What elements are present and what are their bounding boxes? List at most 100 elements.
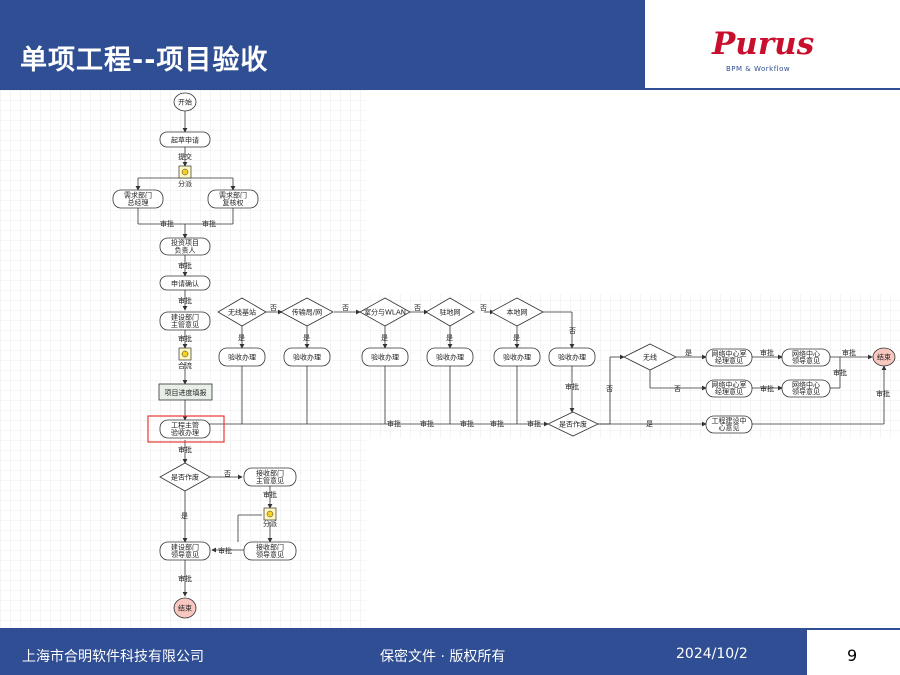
- merge-gateway: 合流: [178, 347, 192, 370]
- accept-handle-3-label: 验收办理: [371, 353, 399, 362]
- demand-leader-node: 需求部门 总经理: [112, 189, 164, 209]
- yes-label-w: 是: [685, 349, 692, 357]
- local-net-decision: 本地网: [490, 297, 544, 327]
- eco-l1: 工程建设中: [712, 416, 747, 425]
- split1-label: 分派: [178, 179, 192, 188]
- build-leader-l1: 建设部门: [171, 543, 199, 552]
- logo-tagline: BPM & Workflow: [726, 65, 791, 73]
- slide-title: 单项工程--项目验收: [20, 45, 269, 76]
- approve-label-r9: 审批: [842, 348, 856, 357]
- footer-date: 2024/10/2: [676, 646, 748, 662]
- eco-l2: 心意见: [719, 423, 740, 432]
- approve-label-r4: 审批: [460, 419, 474, 428]
- indoor-wlan-decision: 室分与WLAN: [359, 297, 411, 327]
- accept-leader-l1: 接收部门: [256, 543, 284, 552]
- net-center-manager-2: 网络中心室 经理意见: [705, 379, 753, 398]
- local-net-label: 本地网: [507, 308, 528, 317]
- is-void-label-right: 是否作废: [559, 420, 587, 429]
- build-leader-node: 建设部门 领导意见: [159, 541, 211, 561]
- no-label-1: 否: [270, 304, 277, 312]
- approve-label-2: 审批: [202, 219, 216, 228]
- demand-opinion-l1: 需求部门: [219, 191, 247, 200]
- build-opinion-l1: 建设部门: [171, 313, 199, 322]
- demand-leader-l1: 需求部门: [124, 191, 152, 200]
- transmission-label: 传输局/网: [292, 308, 322, 317]
- yes-label-3: 是: [381, 334, 388, 342]
- header-divider: [644, 0, 645, 90]
- highlight-box: [147, 415, 225, 443]
- purus-logo: Purus BPM & Workflow: [700, 22, 830, 77]
- accept-handle-2: 验收办理: [283, 347, 331, 367]
- merge-label: 合流: [178, 361, 192, 370]
- ncm1-l2: 经理意见: [715, 356, 743, 365]
- approve-label-7: 审批: [263, 490, 277, 499]
- wireless-label: 无线: [643, 353, 657, 362]
- accept-handle-3: 验收办理: [361, 347, 409, 367]
- build-opinion-node: 建设部门 主管意见: [159, 311, 211, 331]
- progress-fill-label: 项目进度填报: [165, 388, 207, 397]
- submit-label: 提交: [178, 152, 192, 161]
- page-number-box: 9: [806, 630, 900, 675]
- footer-company: 上海市合明软件科技有限公司: [22, 649, 204, 665]
- accept-leader-node: 接收部门 领导意见: [243, 541, 297, 561]
- is-void-decision-right: 是否作废: [547, 411, 599, 437]
- indoor-wlan-label: 室分与WLAN: [364, 308, 406, 317]
- accept-handle-1: 验收办理: [218, 347, 266, 367]
- backbone-decision: 驻地网: [425, 297, 475, 327]
- accept-opinion-l2: 主管意见: [256, 476, 284, 485]
- wireless-station-decision: 无线基站: [217, 297, 267, 327]
- yes-label-1: 是: [238, 334, 245, 342]
- accept-handle-5: 验收办理: [493, 347, 541, 367]
- is-void-label-left: 是否作废: [171, 473, 199, 482]
- invest-owner-l2: 负责人: [175, 246, 196, 255]
- no-label-left: 否: [224, 470, 231, 478]
- ncl1-l2: 领导意见: [792, 356, 820, 365]
- approve-label-8: 审批: [218, 546, 232, 555]
- accept-handle-6-label: 验收办理: [558, 353, 586, 362]
- apply-confirm-node: 申请确认: [159, 275, 211, 291]
- eng-manager-l1: 工程主管: [171, 421, 199, 430]
- title-bar: 单项工程--项目验收: [0, 0, 644, 90]
- accept-handle-2-label: 验收办理: [293, 353, 321, 362]
- no-label-3: 否: [414, 304, 421, 312]
- start-label: 开始: [178, 98, 192, 107]
- demand-leader-l2: 总经理: [128, 198, 149, 207]
- no-label-4: 否: [480, 304, 487, 312]
- eng-center-opinion: 工程建设中 心意见: [705, 415, 753, 434]
- yes-label-2: 是: [303, 334, 310, 342]
- approve-label-6: 审批: [178, 445, 192, 454]
- demand-opinion-l2: 复核权: [223, 198, 244, 207]
- accept-handle-5-label: 验收办理: [503, 353, 531, 362]
- yes-label-5: 是: [513, 334, 520, 342]
- no-label-w: 否: [674, 385, 681, 393]
- no-label-5: 否: [569, 327, 576, 335]
- build-opinion-l2: 主管意见: [171, 320, 199, 329]
- footer-confidential: 保密文件 · 版权所有: [380, 649, 506, 665]
- is-void-decision-left: 是否作废: [159, 462, 211, 492]
- net-center-leader-2: 网络中心 领导意见: [781, 379, 831, 398]
- ncl1-l1: 网络中心: [792, 349, 820, 358]
- ncl2-l1: 网络中心: [792, 380, 820, 389]
- workflow-diagram: 开始 起草申请 提交 分派 需求部门 总经理 需求部门 复核权 审批 审批 投资…: [0, 90, 900, 628]
- slide-header: 单项工程--项目验收 Purus BPM & Workflow: [0, 0, 900, 90]
- eng-manager-node: 工程主管 验收办理: [159, 419, 211, 439]
- build-leader-l2: 领导意见: [171, 550, 199, 559]
- header-underline: [644, 88, 900, 90]
- approve-label-4: 审批: [178, 296, 192, 305]
- approve-label-9: 审批: [178, 574, 192, 583]
- accept-handle-1-label: 验收办理: [228, 353, 256, 362]
- eng-manager-l2: 验收办理: [171, 428, 199, 437]
- draft-label: 起草申请: [171, 136, 199, 145]
- approve-label-r1: 审批: [565, 382, 579, 391]
- yes-label-left: 是: [181, 512, 188, 520]
- ncm2-l2: 经理意见: [715, 387, 743, 396]
- yes-label-r: 是: [646, 420, 653, 428]
- accept-leader-l2: 领导意见: [256, 550, 284, 559]
- ncl2-l2: 领导意见: [792, 387, 820, 396]
- demand-opinion-node: 需求部门 复核权: [207, 189, 259, 209]
- accept-handle-4: 验收办理: [426, 347, 474, 367]
- approve-label-r11: 审批: [876, 389, 890, 398]
- ncm1-l1: 网络中心室: [712, 349, 747, 358]
- approve-label-3: 审批: [178, 261, 192, 270]
- approve-label-5: 审批: [178, 334, 192, 343]
